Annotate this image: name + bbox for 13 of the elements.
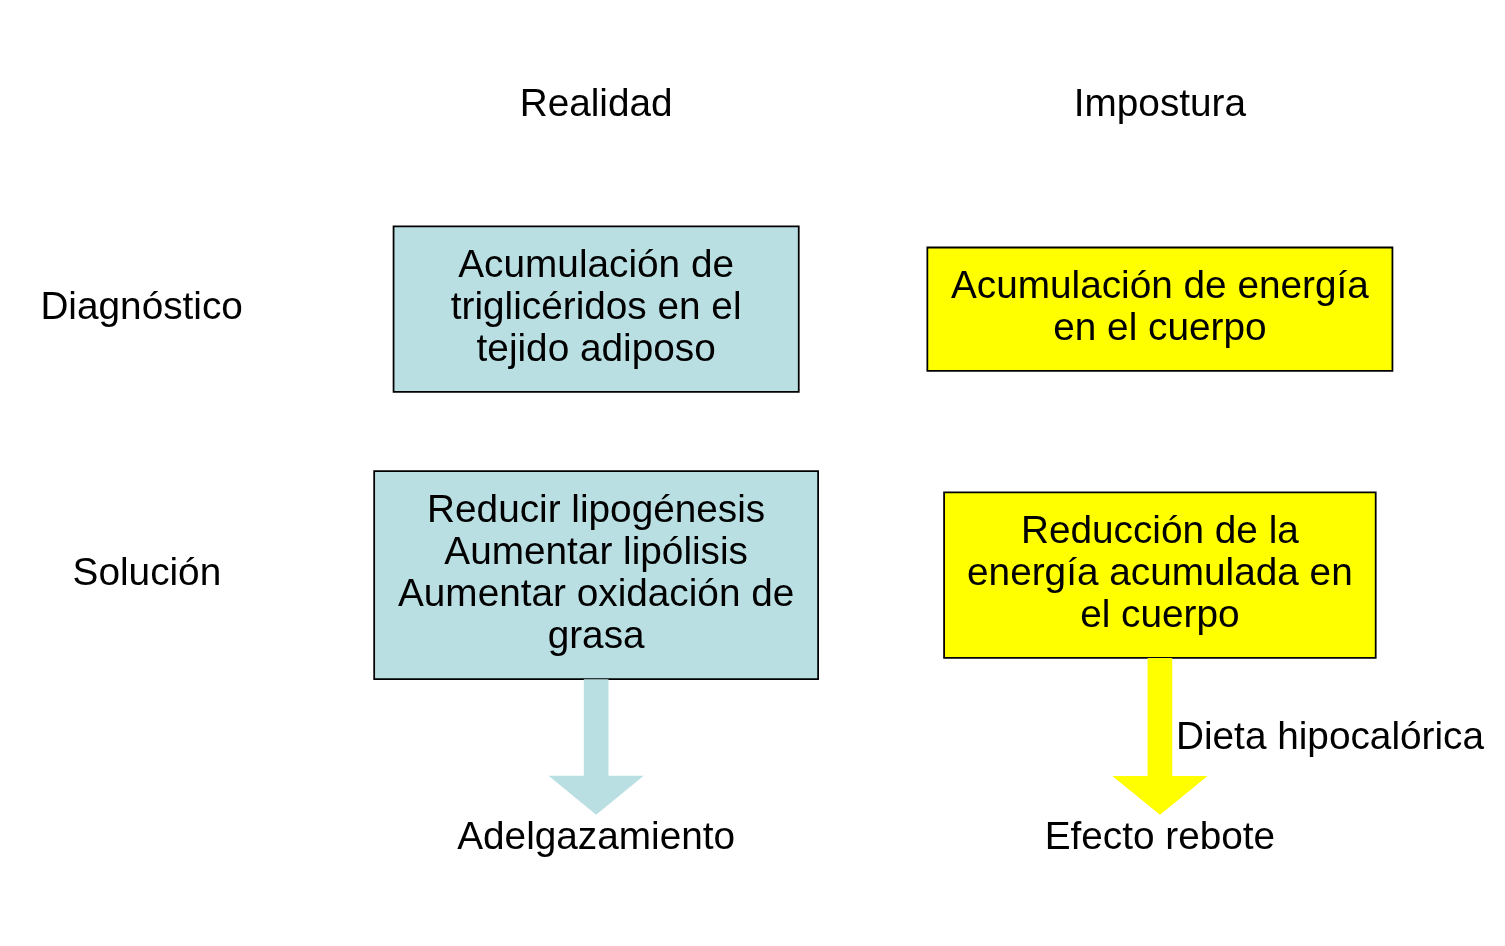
- node-box: Acumulación de energía en el cuerpo: [926, 246, 1394, 372]
- label: Realidad: [519, 81, 673, 125]
- label: Impostura: [1073, 81, 1247, 125]
- node-text: Efecto rebote: [1044, 814, 1276, 858]
- node-box: Reducir lipogénesis Aumentar lipólisis Aumentar oxidación de grasa: [373, 470, 819, 680]
- arrow: [548, 679, 644, 815]
- label: Solución: [72, 550, 222, 594]
- edge-label: Dieta hipocalórica: [1175, 713, 1484, 757]
- node-box: Acumulación de triglicéridos en el tejido adiposo: [392, 225, 800, 393]
- node-box: Reducción de la energía acumulada en el cuerpo: [943, 491, 1377, 659]
- node-text: Adelgazamiento: [457, 814, 736, 858]
- arrow: [1112, 658, 1208, 815]
- label: Diagnóstico: [40, 284, 243, 328]
